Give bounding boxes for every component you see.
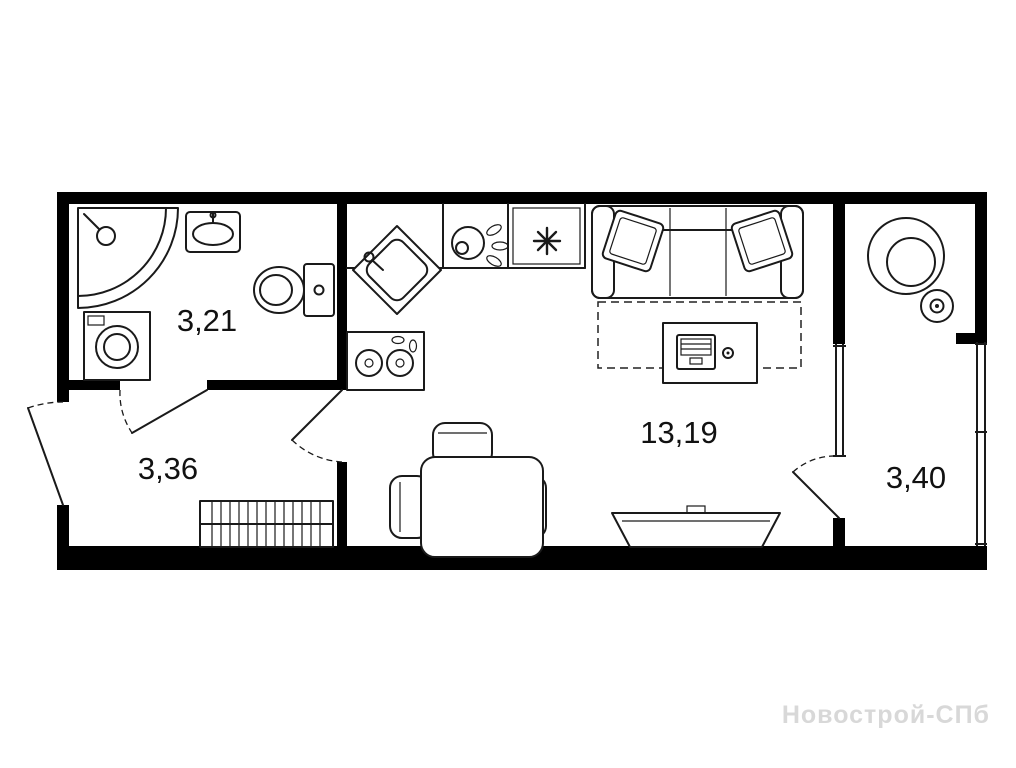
- wall-left-upper: [57, 192, 69, 402]
- doors: [27, 389, 840, 519]
- pillow-icon: [730, 209, 794, 273]
- wall-balcony-partition-stub: [833, 518, 845, 546]
- balcony-fixtures: [867, 217, 954, 323]
- living-area-label: 13,19: [640, 415, 718, 450]
- dining-set: [389, 422, 547, 558]
- wall-hall-stub: [337, 462, 347, 546]
- room-door: [291, 389, 343, 463]
- round-armchair-icon: [867, 217, 945, 295]
- wardrobe-icon: [199, 500, 334, 548]
- bathroom-fixtures: [77, 207, 335, 381]
- room-labels: 3,21 3,36 13,19 3,40: [138, 303, 946, 495]
- bathroom-door: [119, 389, 208, 434]
- counter-bowl-icon: [451, 224, 509, 267]
- windows: [833, 342, 987, 546]
- window-balcony-partition: [833, 344, 846, 457]
- window-right-facade: [975, 342, 987, 546]
- washing-machine-icon: [83, 311, 151, 381]
- mouse-icon: [722, 347, 734, 359]
- wall-bathroom-bottom-left: [69, 380, 120, 390]
- bathroom-area-label: 3,21: [177, 303, 237, 338]
- living-fixtures: [389, 205, 804, 558]
- refrigerator-snowflake-icon: [532, 226, 562, 256]
- wall-balcony-partition-upper: [833, 204, 845, 344]
- wall-right-upper: [975, 192, 987, 342]
- balcony-door: [792, 455, 840, 519]
- laptop-icon: [676, 334, 716, 370]
- hallway-fixtures: [199, 500, 334, 548]
- kitchen-sink-icon: [352, 225, 442, 315]
- wall-bathroom-right: [337, 204, 347, 390]
- desk-icon: [662, 322, 758, 384]
- corner-shower-icon: [77, 207, 179, 309]
- toilet-icon: [253, 263, 335, 317]
- wall-left-lower: [57, 505, 69, 550]
- pillow-icon: [601, 209, 665, 273]
- balcony-area-label: 3,40: [886, 460, 946, 495]
- chair-icon: [432, 422, 493, 466]
- side-table-icon: [920, 289, 954, 323]
- wall-top: [57, 192, 987, 204]
- entrance-door: [27, 401, 64, 506]
- sofa-icon: [591, 205, 804, 299]
- kitchen-fixtures: [346, 203, 586, 391]
- cooktop-icon: [346, 331, 425, 391]
- wall-bathroom-bottom-right: [207, 380, 337, 390]
- dining-table-icon: [420, 456, 544, 558]
- tv-stand-icon: [611, 505, 781, 548]
- bathroom-sink-icon: [185, 211, 241, 253]
- hallway-area-label: 3,36: [138, 451, 198, 486]
- wall-right-jamb: [956, 333, 987, 344]
- watermark: Новострой-СПб: [782, 701, 990, 729]
